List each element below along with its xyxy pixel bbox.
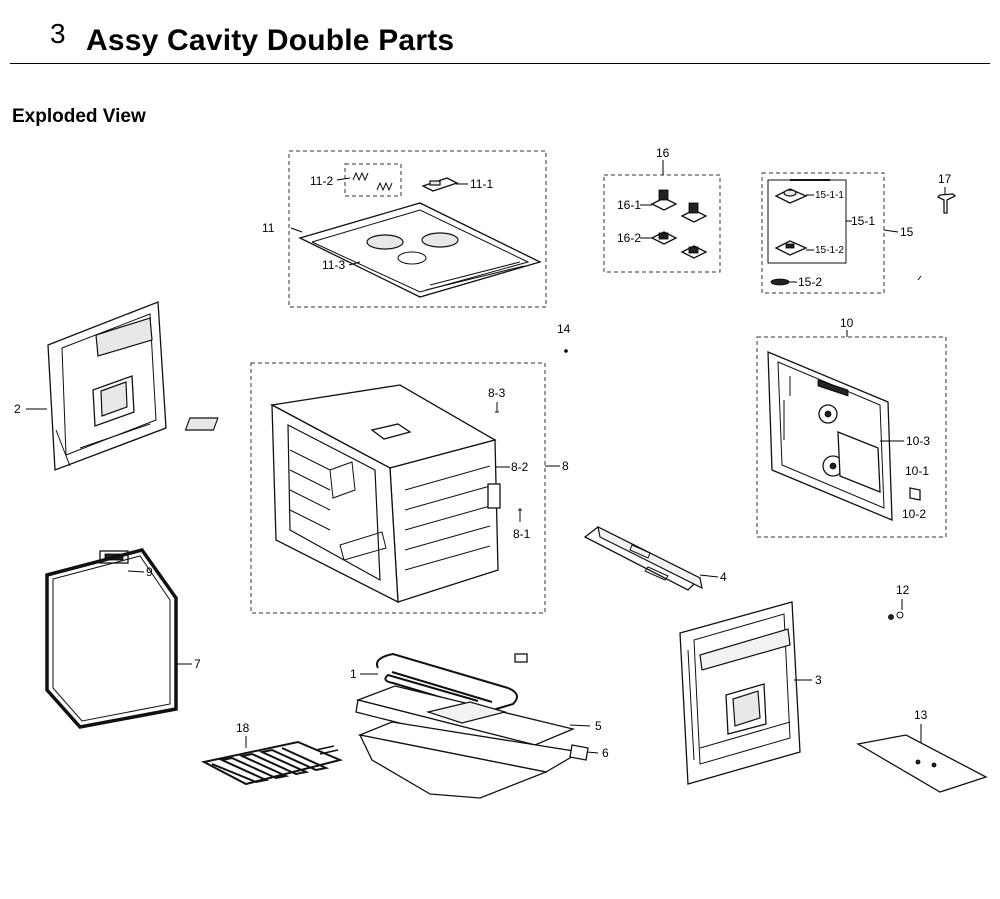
callout-15-1-1: 15-1-1 bbox=[815, 190, 844, 201]
door-gasket: 9 7 bbox=[45, 547, 201, 729]
top-cover-assembly: 11 11-2 11-1 11-3 bbox=[262, 150, 547, 308]
part-15-2 bbox=[770, 278, 790, 286]
callout-14: 14 bbox=[557, 322, 571, 336]
callout-8: 8 bbox=[562, 459, 569, 473]
exploded-view-heading: Exploded View bbox=[12, 106, 146, 127]
callout-11-2: 11-2 bbox=[310, 174, 333, 188]
callout-10: 10 bbox=[840, 316, 854, 330]
part-7-gasket bbox=[45, 547, 178, 729]
callout-17: 17 bbox=[938, 172, 952, 186]
group-15-dashed-box bbox=[761, 172, 885, 294]
group-16-dashed-box bbox=[603, 174, 721, 273]
part-8-2-latch bbox=[487, 483, 501, 509]
part-18-heater: 18 bbox=[201, 721, 344, 786]
callout-9: 9 bbox=[146, 565, 153, 579]
callout-5: 5 bbox=[595, 719, 602, 733]
oven-cavity-assembly: 8-3 8-2 8-1 8 bbox=[184, 362, 569, 614]
callout-12: 12 bbox=[896, 583, 910, 597]
callout-8-1: 8-1 bbox=[513, 527, 531, 541]
part-8-3 bbox=[495, 402, 499, 413]
part-11-2-spring-b bbox=[376, 181, 393, 192]
callout-6: 6 bbox=[602, 746, 609, 760]
callout-8-3: 8-3 bbox=[488, 386, 506, 400]
callout-15-1-2: 15-1-2 bbox=[815, 245, 844, 256]
rack-rails bbox=[289, 449, 491, 571]
callout-15-1: 15-1 bbox=[851, 214, 875, 228]
section-title: Assy Cavity Double Parts bbox=[86, 24, 455, 57]
callout-10-3: 10-3 bbox=[906, 434, 930, 448]
callout-8-2: 8-2 bbox=[511, 460, 529, 474]
callout-11-3: 11-3 bbox=[322, 258, 345, 272]
top-cover-plate bbox=[298, 202, 542, 298]
part-14: 14 bbox=[557, 322, 571, 353]
group-15: 15-1-1 15-1-2 15-1 15 15-2 bbox=[761, 172, 914, 294]
callout-1: 1 bbox=[350, 667, 357, 681]
part-10-back-panel bbox=[767, 351, 893, 521]
back-panel-assembly: 10 10-3 10-1 10-2 bbox=[756, 316, 947, 538]
callout-11: 11 bbox=[262, 221, 275, 235]
callout-16-1: 16-1 bbox=[617, 198, 641, 212]
part-4-duct: 4 bbox=[583, 525, 727, 591]
top-cover-hole-left bbox=[366, 234, 404, 250]
callout-11-1: 11-1 bbox=[470, 177, 493, 191]
group-8-dashed-box bbox=[250, 362, 546, 614]
part-11-2-spring-a bbox=[352, 171, 369, 182]
group-10-dashed-box bbox=[756, 336, 947, 538]
callout-15-2: 15-2 bbox=[798, 275, 822, 289]
part-10-3-cover bbox=[837, 431, 881, 493]
top-cover-hole-right bbox=[421, 232, 459, 248]
group-16: 16 16-1 16-2 bbox=[603, 146, 721, 273]
page-header: 3 Assy Cavity Double Parts bbox=[0, 0, 1000, 70]
part-12-screw: 12 bbox=[888, 583, 910, 620]
callout-2: 2 bbox=[14, 402, 21, 416]
part-13-plate: 13 bbox=[856, 708, 988, 793]
callout-13: 13 bbox=[914, 708, 928, 722]
cavity-right-side bbox=[389, 439, 499, 603]
right-side-panel: 3 bbox=[679, 601, 822, 785]
callout-16: 16 bbox=[656, 146, 670, 160]
callout-16-2: 16-2 bbox=[617, 231, 641, 245]
group-11-2-dashed-box bbox=[344, 163, 402, 197]
callout-4: 4 bbox=[720, 570, 727, 584]
callout-15: 15 bbox=[900, 225, 914, 239]
callout-18: 18 bbox=[236, 721, 250, 735]
callout-10-1: 10-1 bbox=[905, 464, 929, 478]
part-8-1 bbox=[518, 508, 522, 522]
callout-10-2: 10-2 bbox=[902, 507, 926, 521]
bottom-heater-assembly: 1 5 6 bbox=[350, 652, 609, 799]
part-17-pin: 17 bbox=[917, 172, 957, 281]
section-number: 3 bbox=[50, 18, 66, 49]
part-10-1-10-2 bbox=[909, 487, 921, 501]
header-rule bbox=[10, 63, 990, 64]
left-side-panel: 2 bbox=[14, 301, 167, 471]
callout-7: 7 bbox=[194, 657, 201, 671]
group-11-dashed-box bbox=[288, 150, 547, 308]
callout-3: 3 bbox=[815, 673, 822, 687]
